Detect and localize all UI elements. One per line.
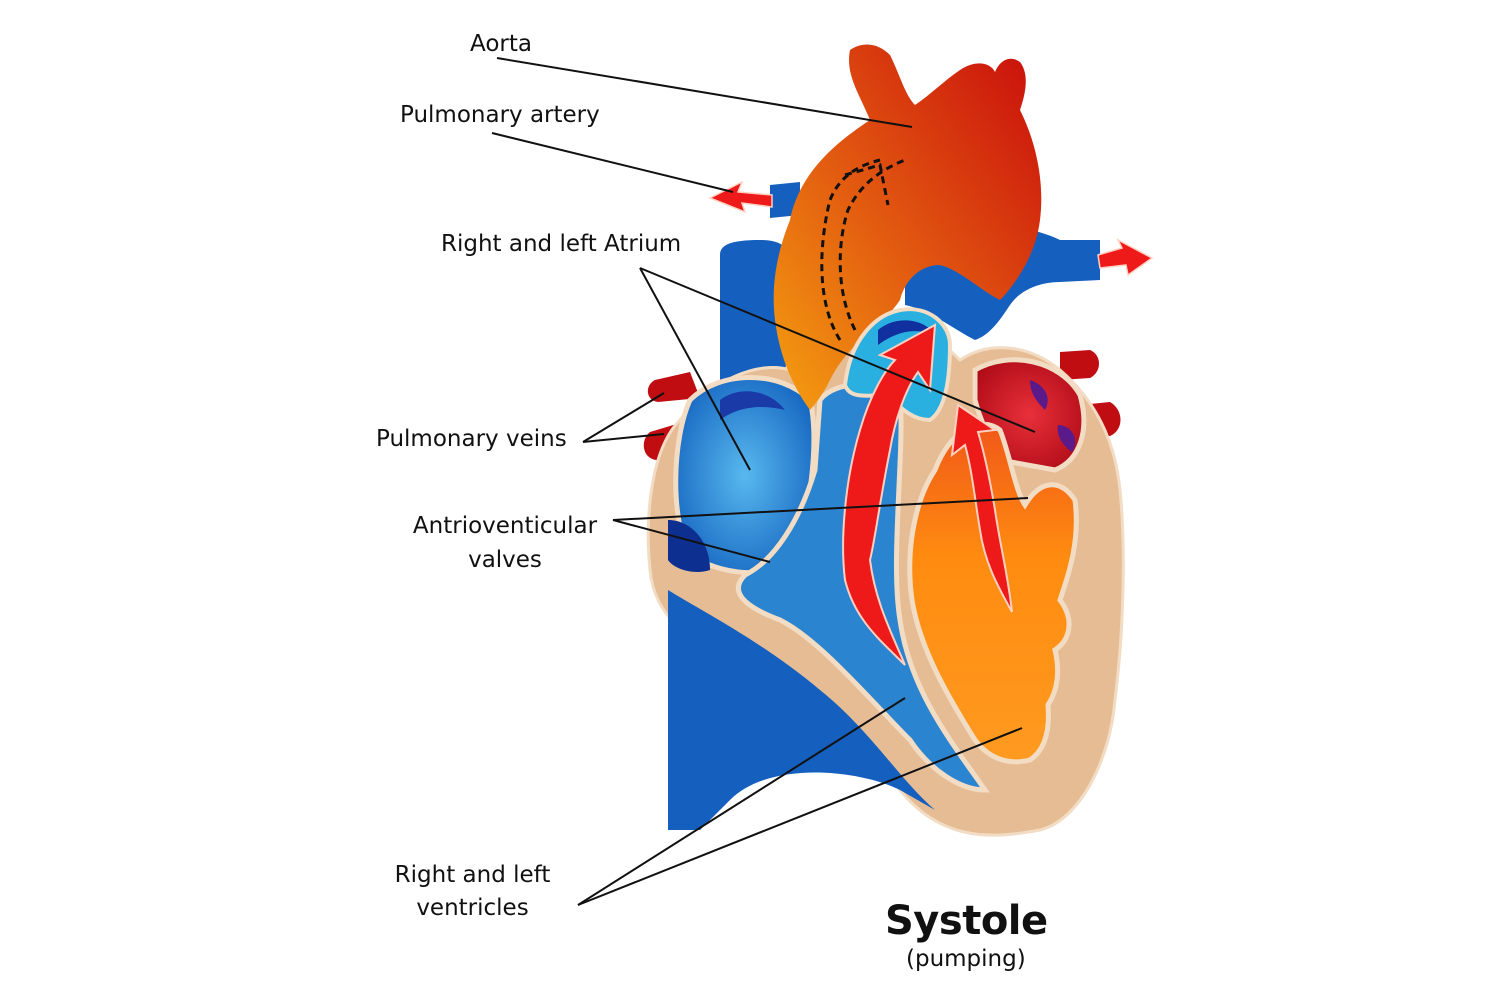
diagram-title: Systole — [885, 898, 1048, 944]
label-ventricles-line2: ventricles — [416, 895, 529, 921]
label-atrium: Right and left Atrium — [441, 231, 682, 257]
la-shadow-2 — [1057, 425, 1076, 452]
aorta-flow-dashed-3 — [844, 163, 890, 206]
aorta-arch — [773, 44, 1042, 411]
leader-pulmonary-artery — [491, 132, 734, 193]
leader-vent-2 — [577, 727, 1023, 906]
label-av-valves-line1: Antrioventicular — [412, 513, 598, 539]
leader-aorta — [496, 57, 913, 128]
right-ventricle — [668, 590, 935, 830]
outflow-arrow-right — [1097, 238, 1154, 277]
label-pulmonary-artery: Pulmonary artery — [400, 102, 600, 128]
leader-av-1 — [612, 519, 771, 563]
leader-lines — [491, 57, 1036, 906]
pulmonary-artery — [770, 182, 800, 218]
flow-arrow-right — [842, 323, 937, 666]
aorta-flow-dashed-1 — [820, 158, 881, 341]
label-pulmonary-veins: Pulmonary veins — [376, 426, 567, 452]
la-shadow-1 — [1030, 380, 1048, 410]
outflow-arrow-left — [708, 180, 773, 214]
leader-atrium-2 — [639, 267, 1036, 433]
leader-pv-2 — [582, 433, 665, 443]
label-av-valves-line2: valves — [468, 547, 542, 573]
label-ventricles-line1: Right and left — [394, 862, 551, 888]
left-ventricle — [907, 421, 1079, 765]
pulmonary-vein-right-upper — [1060, 350, 1099, 380]
aorta-flow-dashed-2 — [838, 158, 906, 331]
leader-atrium-1 — [639, 267, 751, 471]
ra-cusp-upper — [720, 391, 785, 420]
leader-av-2 — [612, 497, 1029, 521]
diagram-subtitle: (pumping) — [906, 946, 1026, 972]
tricuspid-cusp — [668, 520, 710, 572]
label-aorta: Aorta — [470, 31, 532, 57]
flow-arrow-left — [950, 403, 1013, 613]
leader-pv-1 — [582, 392, 665, 443]
pulmonary-valve-dark — [878, 320, 935, 345]
leader-vent-1 — [577, 697, 906, 906]
